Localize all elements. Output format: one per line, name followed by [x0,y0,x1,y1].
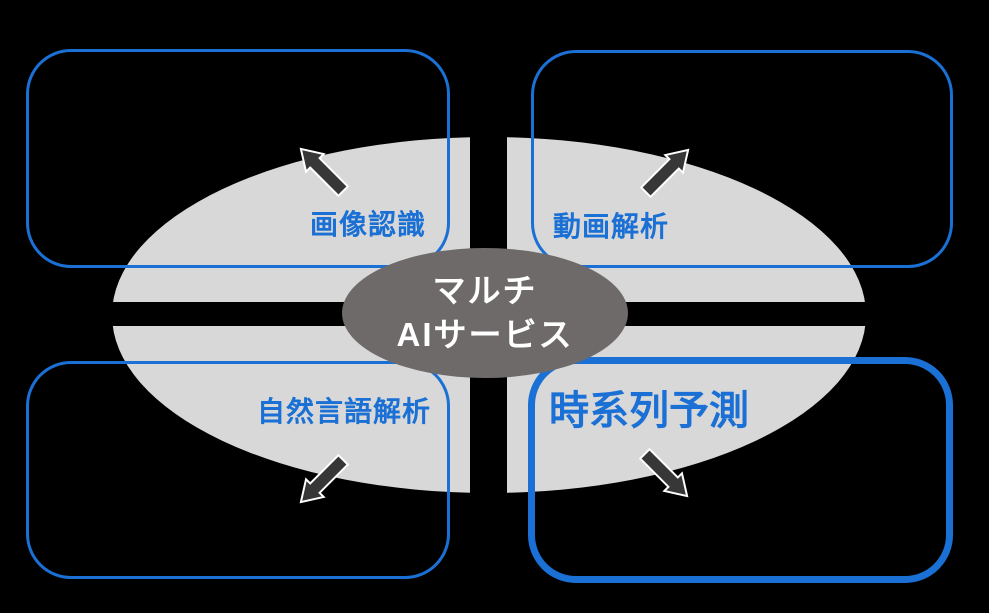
arrow-up-right-icon [639,148,690,199]
center-hub-title-line2: AIサービス [396,316,574,353]
card-video-analysis [531,50,953,268]
card-image-recognition [26,49,450,268]
center-hub-ellipse: マルチ AIサービス [342,248,628,378]
center-hub-title-line1: マルチ [432,272,538,310]
label-image-recognition: 画像認識 [310,209,427,240]
arrow-up-left-icon [299,147,350,198]
label-time-series-forecast: 時系列予測 [549,389,749,433]
arrow-down-left-icon [299,453,350,504]
label-video-analysis: 動画解析 [553,211,670,242]
label-natural-language-analysis: 自然言語解析 [257,396,432,427]
arrow-down-right-icon [638,447,689,498]
card-time-series-forecast [528,357,953,583]
card-natural-language-analysis [26,361,450,579]
